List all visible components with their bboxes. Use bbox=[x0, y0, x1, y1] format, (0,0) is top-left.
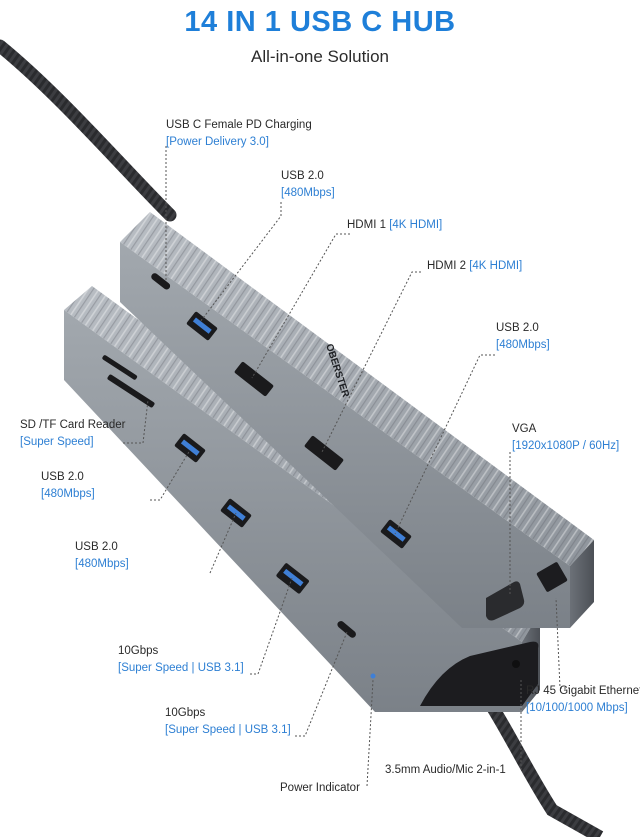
usb-a-port-lower-1 bbox=[174, 433, 206, 463]
callout-power: Power Indicator bbox=[280, 782, 360, 794]
hdmi-port-1 bbox=[234, 361, 274, 397]
callout-vga: VGA[1920x1080P / 60Hz] bbox=[512, 423, 620, 452]
line-hdmi2 bbox=[321, 271, 421, 453]
callout-lines bbox=[123, 146, 570, 787]
callout-g10a: 10Gbps[Super Speed | USB 3.1] bbox=[118, 645, 244, 674]
callout-pd: USB C Female PD Charging[Power Delivery … bbox=[166, 119, 312, 148]
callout-g10b: 10Gbps[Super Speed | USB 3.1] bbox=[165, 707, 291, 736]
usb-a-port-upper-1 bbox=[186, 311, 218, 341]
page-title: 14 IN 1 USB C HUB bbox=[184, 6, 456, 38]
callout-usb1: USB 2.0[480Mbps] bbox=[281, 170, 335, 199]
power-led bbox=[370, 673, 376, 679]
usb-c-port-lower bbox=[337, 621, 356, 638]
callout-sd: SD /TF Card Reader[Super Speed] bbox=[20, 419, 126, 448]
rj45-port bbox=[536, 562, 568, 592]
line-power bbox=[366, 679, 374, 787]
callout-audio: 3.5mm Audio/Mic 2-in-1 bbox=[385, 764, 506, 776]
line-g10a bbox=[250, 577, 293, 675]
page-subtitle: All-in-one Solution bbox=[251, 47, 389, 66]
callout-hdmi2: HDMI 2 [4K HDMI] bbox=[427, 260, 523, 272]
line-usb3 bbox=[150, 449, 191, 501]
callout-usb4: USB 2.0[480Mbps] bbox=[75, 541, 129, 570]
callout-rj45: RJ 45 Gigabit Ethernet[10/100/1000 Mbps] bbox=[526, 685, 640, 714]
usb-a-port-upper-2 bbox=[380, 519, 412, 549]
line-usb1 bbox=[199, 202, 282, 323]
line-sd bbox=[123, 399, 149, 444]
upper-hub: OBERSTER bbox=[120, 212, 594, 628]
usb-c-pd-port bbox=[151, 273, 171, 290]
callout-hdmi1: HDMI 1 [4K HDMI] bbox=[347, 219, 443, 231]
usb-a-port-lower-3 bbox=[276, 563, 309, 594]
line-rj45 bbox=[555, 597, 570, 689]
audio-jack bbox=[512, 660, 520, 668]
callout-usb2: USB 2.0[480Mbps] bbox=[496, 322, 550, 351]
line-g10b bbox=[295, 631, 348, 737]
line-usb2 bbox=[394, 354, 495, 535]
hdmi-port-2 bbox=[304, 435, 344, 471]
sd-slot bbox=[102, 355, 138, 380]
line-usb4 bbox=[209, 512, 237, 574]
callout-usb3: USB 2.0[480Mbps] bbox=[41, 471, 95, 500]
vga-port bbox=[486, 581, 525, 621]
tf-slot bbox=[107, 374, 155, 408]
line-hdmi1 bbox=[251, 233, 350, 379]
